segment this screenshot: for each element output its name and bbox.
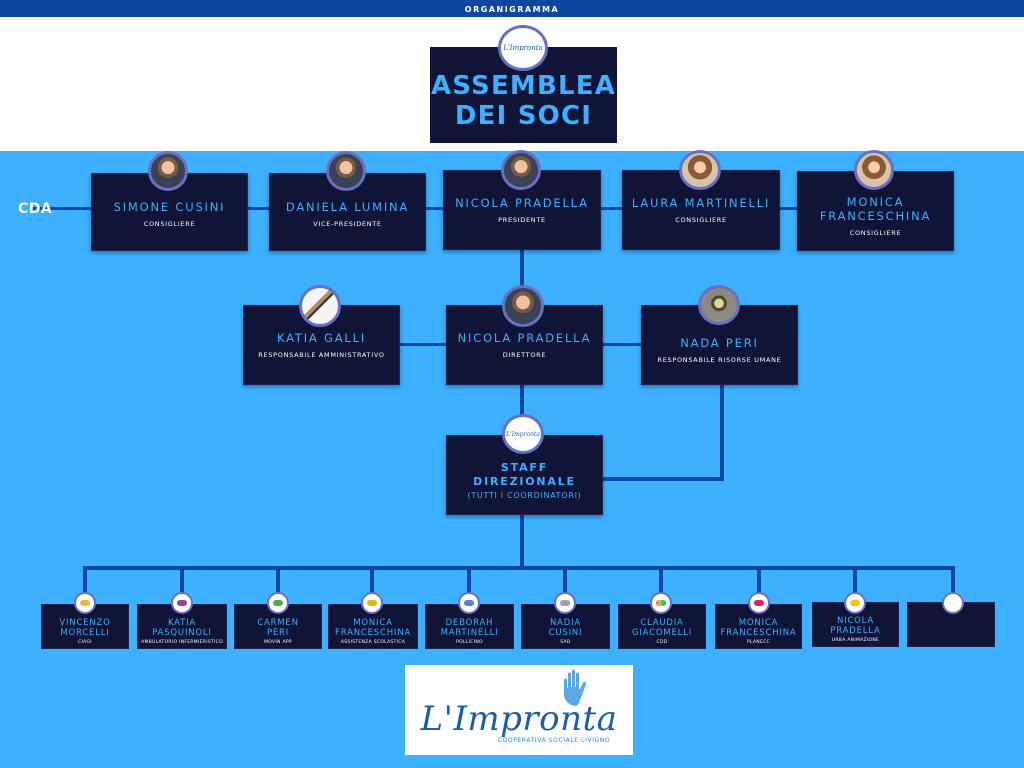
member-photo-avatar bbox=[501, 150, 541, 190]
coordinator-drop-line bbox=[853, 566, 857, 594]
cda-member-box: LAURA MARTINELLI CONSIGLIERE bbox=[622, 170, 780, 250]
coordinator-drop-line bbox=[659, 566, 663, 594]
pen-icon bbox=[299, 285, 341, 327]
cda-member-box: NICOLA PRADELLA PRESIDENTE bbox=[443, 170, 601, 250]
member-photo-avatar bbox=[854, 150, 894, 190]
member-name: MONICA FRANCESCHINA bbox=[819, 195, 932, 223]
coordinator-service: URBA ANIMAZIONE bbox=[831, 638, 880, 643]
coordinator-name: DEBORAH MARTINELLI bbox=[440, 618, 499, 638]
coordinator-service: MOVIN APP bbox=[264, 640, 292, 645]
logo-text: L'Impronta bbox=[506, 430, 540, 438]
member-name: DANIELA LUMINA bbox=[285, 200, 410, 214]
member-role: CONSIGLIERE bbox=[675, 216, 727, 224]
coordinator-name: VINCENZO MORCELLI bbox=[59, 618, 111, 638]
cda-label: CDA bbox=[18, 201, 53, 217]
manager-name: NADA PERI bbox=[680, 336, 759, 350]
coordinator-drop-line bbox=[757, 566, 761, 594]
coordinator-name: NADIA CUSINI bbox=[548, 618, 583, 638]
manager-name: NICOLA PRADELLA bbox=[457, 331, 592, 345]
service-logo-icon bbox=[267, 592, 289, 614]
member-photo-avatar bbox=[148, 151, 188, 191]
member-name: NICOLA PRADELLA bbox=[455, 196, 589, 210]
service-logo-icon bbox=[171, 592, 193, 614]
logo-text: L'Impronta bbox=[503, 44, 543, 52]
footer-logo: L'Impronta COOPERATIVA SOCIALE LIVIGNO bbox=[405, 665, 633, 755]
lightbulb-icon bbox=[698, 285, 740, 325]
manager-role: RESPONSABILE AMMINISTRATIVO bbox=[258, 351, 385, 359]
member-name: LAURA MARTINELLI bbox=[631, 196, 771, 210]
coordinator-name: CLAUDIA GIACOMELLI bbox=[631, 618, 693, 638]
service-logo-icon bbox=[650, 592, 672, 614]
member-name: SIMONE CUSINI bbox=[113, 200, 226, 214]
coordinator-service: CDD bbox=[656, 640, 668, 645]
coordinator-name: NICOLA PRADELLA bbox=[830, 616, 881, 636]
hr-staff-vertical-line bbox=[720, 385, 724, 480]
coordinators-bus-line bbox=[83, 566, 955, 570]
service-logo-mark bbox=[656, 600, 666, 606]
staff-logo-icon: L'Impronta bbox=[502, 414, 544, 454]
service-logo-mark bbox=[850, 600, 860, 606]
service-logo-icon bbox=[554, 592, 576, 614]
service-logo-mark bbox=[754, 600, 764, 606]
coordinator-drop-line bbox=[467, 566, 471, 594]
staff-title: STAFF DIREZIONALE bbox=[473, 460, 576, 488]
coordinator-service: ASSISTENZA SCOLASTICA bbox=[340, 640, 406, 645]
logo-wordmark: L'Impronta bbox=[420, 698, 618, 739]
coordinator-service: POLLICINO bbox=[456, 640, 483, 645]
assembly-node: ASSEMBLEA DEI SOCI bbox=[430, 47, 617, 143]
service-logo-mark bbox=[177, 600, 187, 606]
coordinator-drop-line bbox=[83, 566, 87, 594]
service-logo-icon bbox=[844, 592, 866, 614]
service-logo-icon bbox=[748, 592, 770, 614]
service-logo-mark bbox=[273, 600, 283, 606]
service-logo-icon bbox=[458, 592, 480, 614]
coordinator-name: MONICA FRANCESCHINA bbox=[335, 618, 411, 638]
coordinator-drop-line bbox=[276, 566, 280, 594]
service-logo-icon bbox=[942, 592, 964, 614]
page-title: ORGANIGRAMMA bbox=[464, 5, 560, 14]
coordinator-name: KATIA PASQUINOLI bbox=[152, 618, 212, 638]
service-logo-icon bbox=[74, 592, 96, 614]
staff-coordinators-line bbox=[520, 515, 524, 568]
service-logo-mark bbox=[367, 600, 377, 606]
president-director-line bbox=[520, 250, 524, 290]
director-staff-line bbox=[520, 385, 524, 420]
manager-name: KATIA GALLI bbox=[276, 331, 367, 345]
manager-role: RESPONSABILE RISORSE UMANE bbox=[657, 356, 782, 364]
member-photo-avatar bbox=[326, 151, 366, 191]
coordinator-drop-line bbox=[370, 566, 374, 594]
hand-icon bbox=[563, 669, 587, 706]
coordinator-service: AMBULATORIO INFERMIERISTICO bbox=[141, 640, 223, 645]
coordinator-drop-line bbox=[563, 566, 567, 594]
member-role: PRESIDENTE bbox=[498, 216, 546, 224]
assembly-logo-icon: L'Impronta bbox=[498, 25, 548, 71]
service-logo-mark bbox=[560, 600, 570, 606]
hr-staff-horizontal-line bbox=[602, 477, 724, 481]
member-role: CONSIGLIERE bbox=[143, 220, 196, 228]
service-logo-mark bbox=[80, 600, 90, 606]
coordinator-service: PLANECC bbox=[747, 640, 770, 645]
service-logo-mark bbox=[464, 600, 474, 606]
staff-subtitle: (TUTTI I COORDINATORI) bbox=[467, 490, 582, 500]
coordinator-drop-line bbox=[180, 566, 184, 594]
coordinator-drop-line bbox=[951, 566, 955, 594]
coordinator-service: SAD bbox=[560, 640, 571, 645]
coordinator-name: MONICA FRANCESCHINA bbox=[720, 618, 797, 638]
assembly-title: ASSEMBLEA DEI SOCI bbox=[430, 71, 617, 131]
member-role: CONSIGLIERE bbox=[849, 229, 902, 237]
member-role: VICE-PRESIDENTE bbox=[313, 220, 382, 228]
header-bar: ORGANIGRAMMA bbox=[0, 0, 1024, 17]
member-photo-avatar bbox=[679, 150, 721, 190]
member-photo-avatar bbox=[502, 285, 544, 327]
logo-tagline: COOPERATIVA SOCIALE LIVIGNO bbox=[497, 736, 611, 744]
coordinator-service: CIAGI bbox=[78, 640, 92, 645]
service-logo-icon bbox=[361, 592, 383, 614]
manager-role: DIRETTORE bbox=[502, 351, 547, 359]
coordinator-name: CARMEN PERI bbox=[257, 618, 299, 638]
